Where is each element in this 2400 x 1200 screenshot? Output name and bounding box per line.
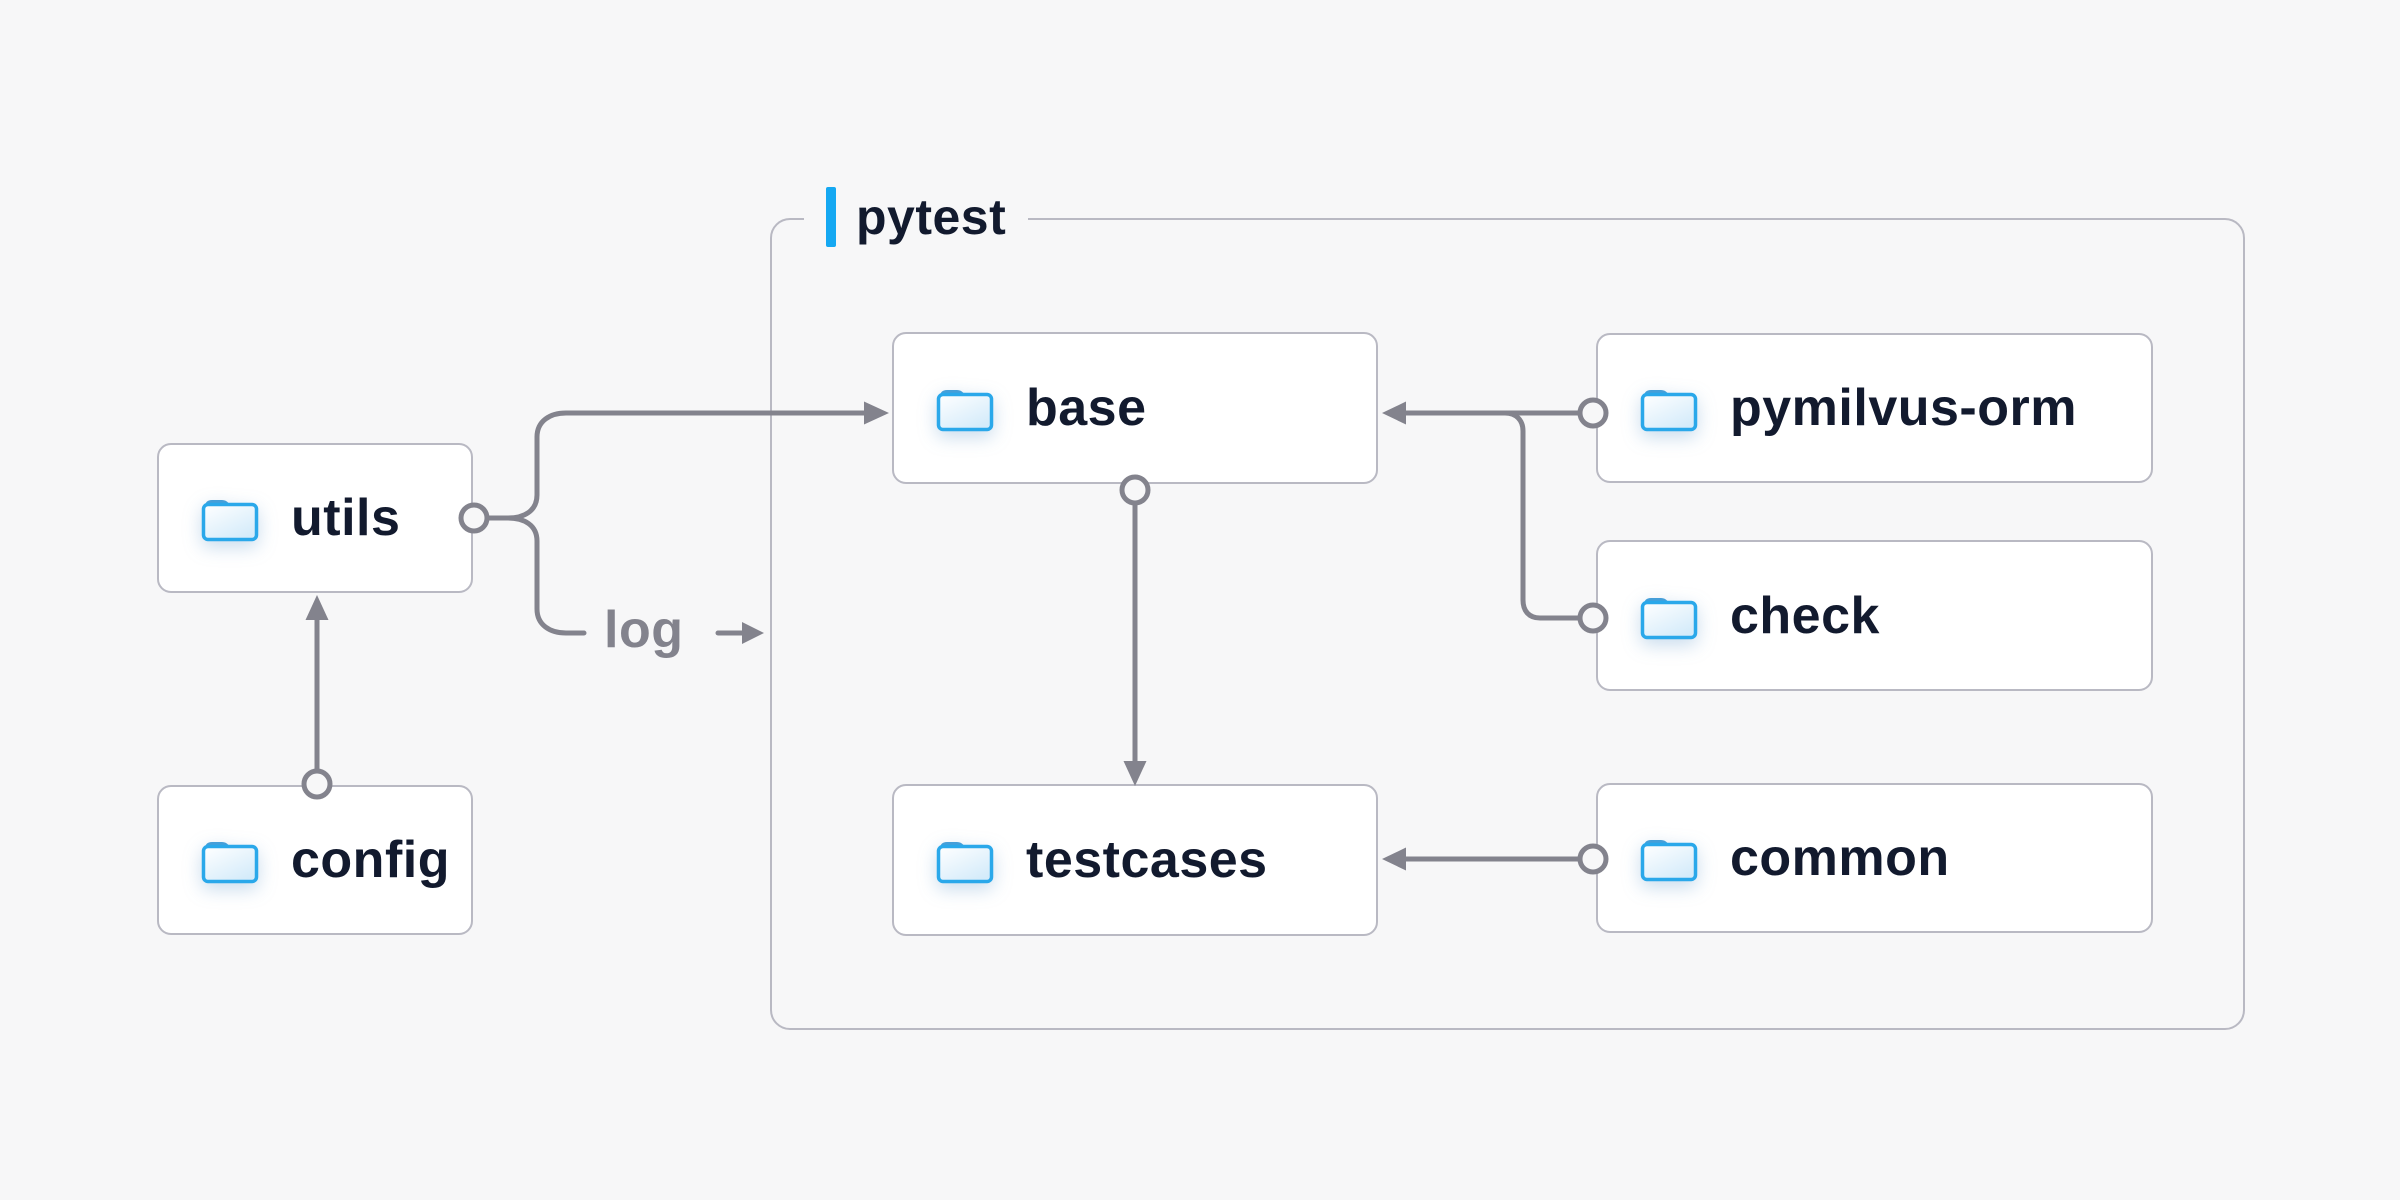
folder-body — [1640, 392, 1698, 432]
folder-icon — [1640, 390, 1698, 432]
group-label-text: pytest — [856, 189, 1007, 245]
node-config: config — [157, 785, 473, 935]
node-testcases: testcases — [892, 784, 1378, 936]
node-common: common — [1596, 783, 2153, 933]
node-label-pymilvus-orm: pymilvus-orm — [1730, 379, 2077, 437]
folder-icon — [201, 500, 259, 542]
folder-icon — [936, 842, 994, 884]
node-label-check: check — [1730, 586, 1880, 645]
folder-body — [936, 392, 994, 432]
folder-body — [1640, 600, 1698, 639]
folder-icon — [1640, 597, 1698, 639]
node-base: base — [892, 332, 1378, 484]
folder-body — [936, 844, 994, 884]
arrowhead-right — [742, 622, 764, 644]
node-label-base: base — [1026, 379, 1147, 437]
edge-line — [484, 515, 587, 636]
node-label-common: common — [1730, 829, 1950, 887]
pytest-group-label: pytest — [804, 186, 1029, 248]
arrowhead-up — [305, 595, 329, 620]
node-label-utils: utils — [291, 489, 401, 547]
node-utils: utils — [157, 443, 473, 593]
folder-icon — [936, 390, 994, 432]
node-label-testcases: testcases — [1026, 831, 1268, 889]
node-pymilvus-orm: pymilvus-orm — [1596, 333, 2153, 483]
folder-icon — [201, 842, 259, 884]
edge-label-log: log — [604, 601, 684, 659]
pytest-group-box — [770, 218, 2245, 1030]
folder-body — [1640, 842, 1698, 882]
folder-icon — [1640, 840, 1698, 882]
folder-body — [201, 502, 259, 542]
edge-config-to-utils — [301, 595, 333, 800]
node-label-config: config — [291, 831, 450, 889]
accent-bar-icon — [826, 187, 836, 247]
node-check: check — [1596, 540, 2153, 691]
folder-body — [201, 844, 259, 884]
